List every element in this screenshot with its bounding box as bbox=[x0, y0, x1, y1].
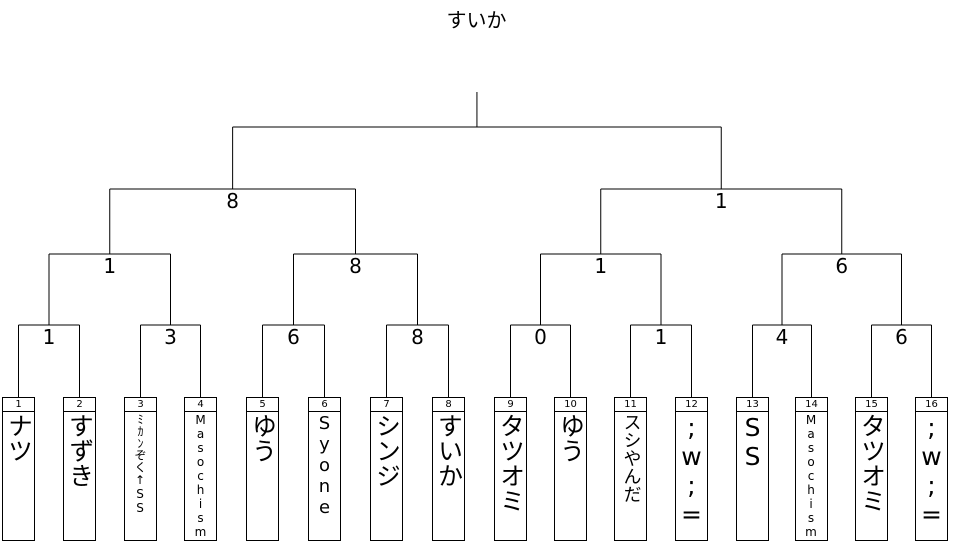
player-name: ﾐｶﾝぞく↑SS bbox=[133, 413, 147, 515]
player-slot-16: 16;w;= bbox=[915, 397, 948, 541]
player-name: ゆう bbox=[248, 413, 278, 463]
player-seed: 2 bbox=[64, 398, 95, 412]
player-name: Syone bbox=[314, 413, 335, 518]
semifinal-score: 1 bbox=[715, 189, 728, 213]
round1-score: 4 bbox=[776, 325, 789, 349]
player-name: Masochism bbox=[193, 413, 208, 539]
player-seed: 5 bbox=[247, 398, 278, 412]
player-seed: 1 bbox=[3, 398, 34, 412]
round1-score: 1 bbox=[655, 325, 668, 349]
player-seed: 4 bbox=[185, 398, 216, 412]
player-name: すいか bbox=[434, 413, 464, 488]
round1-score: 8 bbox=[411, 325, 424, 349]
player-name: ;w;= bbox=[917, 413, 946, 529]
round2-score: 1 bbox=[594, 254, 607, 278]
round2-score: 6 bbox=[835, 254, 848, 278]
player-seed: 8 bbox=[433, 398, 464, 412]
player-seed: 7 bbox=[371, 398, 402, 412]
round2-score: 8 bbox=[349, 254, 362, 278]
round1-score: 6 bbox=[287, 325, 300, 349]
player-name: ゆう bbox=[556, 413, 586, 463]
player-seed: 6 bbox=[309, 398, 340, 412]
champion-name: すいか bbox=[446, 8, 507, 32]
player-seed: 11 bbox=[615, 398, 646, 412]
player-seed: 13 bbox=[737, 398, 768, 412]
player-name: SS bbox=[738, 413, 767, 471]
player-seed: 10 bbox=[555, 398, 586, 412]
player-name: ;w;= bbox=[677, 413, 706, 529]
player-name: シンジ bbox=[372, 413, 402, 488]
player-seed: 14 bbox=[796, 398, 827, 412]
round1-score: 3 bbox=[164, 325, 177, 349]
round1-score: 0 bbox=[534, 325, 547, 349]
player-name: すずき bbox=[65, 413, 95, 488]
round2-score: 1 bbox=[103, 254, 116, 278]
player-seed: 3 bbox=[125, 398, 156, 412]
player-name: Masochism↑ゆう bbox=[804, 413, 818, 540]
round1-score: 6 bbox=[895, 325, 908, 349]
round1-score: 1 bbox=[43, 325, 56, 349]
player-name: タツオミ bbox=[496, 413, 526, 513]
player-seed: 16 bbox=[916, 398, 947, 412]
player-seed: 9 bbox=[495, 398, 526, 412]
player-name: スシやんだ bbox=[620, 413, 642, 503]
player-name: タツオミ bbox=[857, 413, 887, 513]
player-name: ナツ bbox=[4, 413, 34, 463]
player-seed: 15 bbox=[856, 398, 887, 412]
semifinal-score: 8 bbox=[226, 189, 239, 213]
player-slot-12: 12;w;= bbox=[675, 397, 708, 541]
player-seed: 12 bbox=[676, 398, 707, 412]
